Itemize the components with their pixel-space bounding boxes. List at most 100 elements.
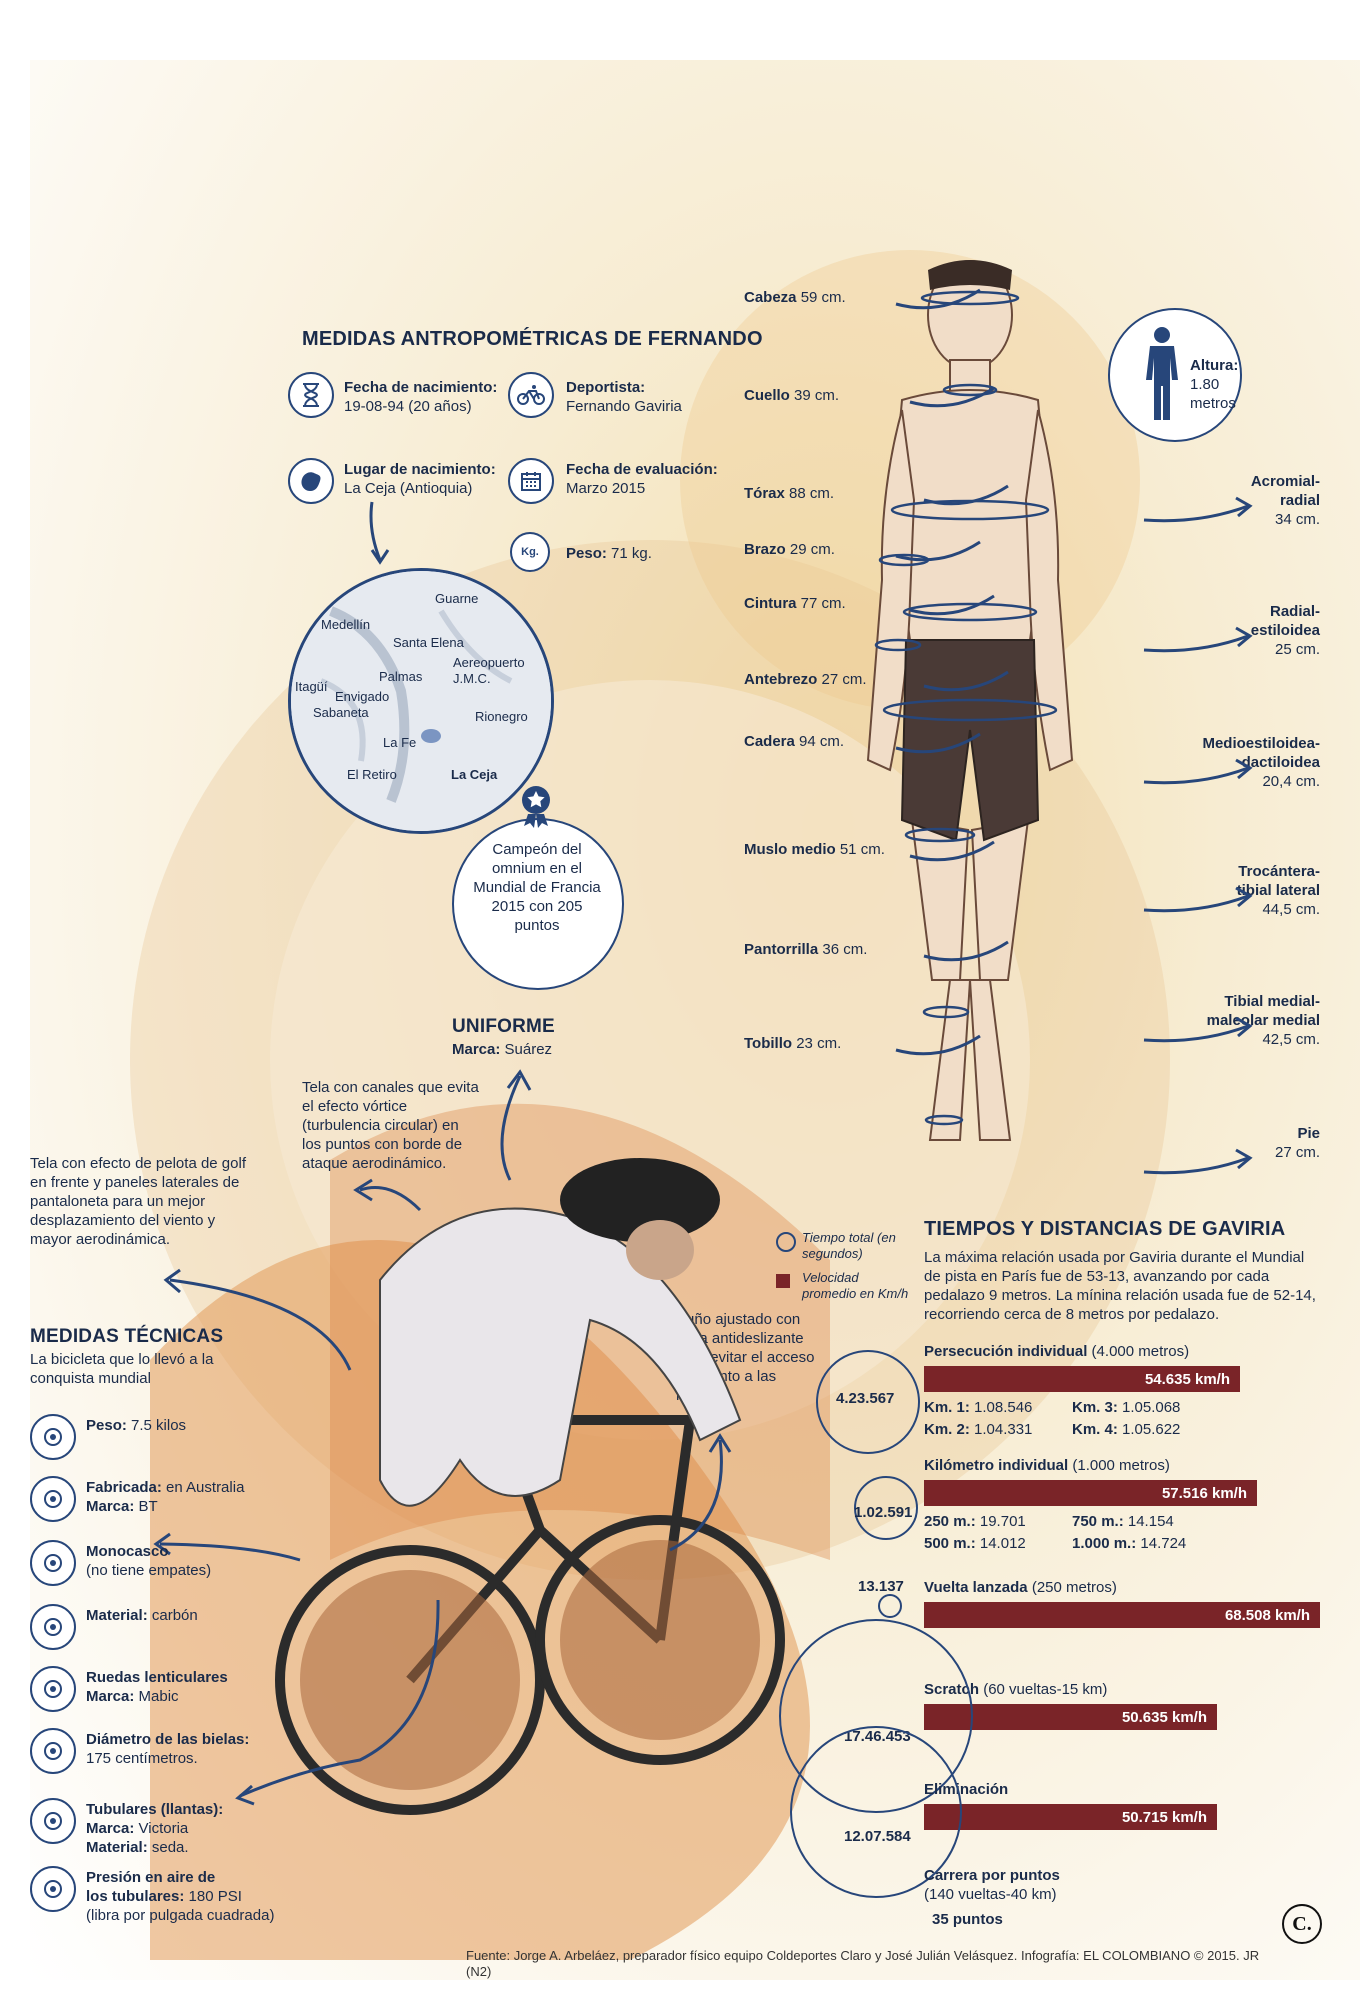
tech-item-3: Material: carbón [86, 1606, 316, 1625]
tech-line2-value: 175 centímetros. [86, 1750, 198, 1767]
map-place-la-ceja: La Ceja [451, 767, 498, 782]
weight-label: Peso: [566, 545, 607, 562]
event-time: 1.02.591 [854, 1504, 913, 1521]
measure-value: 23 cm. [796, 1035, 842, 1052]
times-intro: La máxima relación usada por Gaviria dur… [924, 1249, 1316, 1323]
tech-line2-label: Marca: [86, 1498, 135, 1515]
measure-right-value: 42,5 cm. [1262, 1031, 1320, 1048]
tech-line2-value: Victoria [134, 1820, 189, 1837]
champion-text: Campeón del omnium en el Mundial de Fran… [473, 841, 601, 934]
tech-line1: Monocasco [86, 1542, 316, 1561]
region-map-icon [288, 458, 334, 504]
map-place-la-fe: La Fe [383, 735, 417, 750]
map-place-itagui: Itagüí [295, 679, 328, 694]
measure-name: Cadera [744, 733, 795, 750]
event-split: Km. 4: 1.05.622 [1072, 1420, 1180, 1439]
measure-value: 27 cm. [821, 671, 867, 688]
event-split: 1.000 m.: 14.724 [1072, 1534, 1186, 1553]
measure-value: 59 cm. [800, 289, 846, 306]
measure-name: Cabeza [744, 289, 797, 306]
measure-right-value: 44,5 cm. [1262, 901, 1320, 918]
tech-title: MEDIDAS TÉCNICAS [30, 1326, 224, 1347]
tech-line2-label: Marca: [86, 1820, 135, 1837]
time-circle [816, 1350, 920, 1454]
split-label: 250 m.: [924, 1513, 976, 1530]
measure-name: Tórax [744, 485, 785, 502]
split-value: 14.012 [975, 1535, 1026, 1552]
tech-line1: Tubulares (llantas): [86, 1800, 316, 1819]
wheel-icon [30, 1666, 76, 1712]
tech-line1: Peso: 7.5 kilos [86, 1416, 316, 1435]
measure-right-name1: Tibial medial- [1224, 993, 1320, 1010]
split-value: 14.724 [1136, 1535, 1187, 1552]
tech-line1-label: Diámetro de las bielas: [86, 1731, 250, 1748]
tech-line3-value: (libra por pulgada cuadrada) [86, 1907, 275, 1924]
event-time: 12.07.584 [844, 1828, 911, 1845]
measure-name: Muslo medio [744, 841, 836, 858]
time-circle [854, 1476, 918, 1540]
split-label: 1.000 m.: [1072, 1535, 1137, 1552]
anthro-title: MEDIDAS ANTROPOMÉTRICAS DE FERNANDO [302, 328, 763, 350]
measure-right-name1: Pie [1297, 1125, 1320, 1142]
uniform-brand-label: Marca: [452, 1041, 501, 1058]
cyclist-illustration [275, 1158, 785, 1815]
height-block: Altura: 1.80 metros [1190, 356, 1238, 413]
map-place-rionegro: Rionegro [475, 709, 528, 724]
tech-line1-label: Material: [86, 1607, 148, 1624]
event-header-1: Kilómetro individual (1.000 metros) [924, 1456, 1324, 1475]
map-place-medellin: Medellín [321, 617, 371, 632]
tech-line1-label: Fabricada: [86, 1479, 162, 1496]
measure-name: Cintura [744, 595, 797, 612]
cyclist-icon [508, 372, 554, 418]
australia-flag-icon [30, 1476, 76, 1522]
tech-line2-label: los tubulares: [86, 1888, 185, 1905]
speed-bar: 50.715 km/h [924, 1804, 1217, 1830]
measure-8: Pantorrilla 36 cm. [744, 940, 867, 959]
measure-right-5: Pie 27 cm. [1110, 1124, 1320, 1162]
event-split: 750 m.: 14.154 [1072, 1512, 1174, 1531]
measure-value: 39 cm. [794, 387, 840, 404]
tech-subtitle: La bicicleta que lo llevó a la conquista… [30, 1351, 214, 1387]
height-label: Altura: [1190, 357, 1239, 374]
measure-2: Tórax 88 cm. [744, 484, 834, 503]
time-circle [878, 1594, 902, 1618]
material-icon [30, 1604, 76, 1650]
split-value: 14.154 [1123, 1513, 1174, 1530]
measure-name: Tobillo [744, 1035, 793, 1052]
measure-right-name2: tibial lateral [1236, 882, 1320, 899]
measure-right-value: 27 cm. [1274, 1144, 1320, 1161]
uniform-brand-value: Suárez [504, 1041, 553, 1058]
split-value: 1.04.331 [969, 1421, 1033, 1438]
measure-7: Muslo medio 51 cm. [744, 840, 885, 859]
event-header-2: Vuelta lanzada (250 metros) [924, 1578, 1324, 1597]
athlete-block: Deportista: Fernando Gaviria [566, 378, 682, 416]
arrow-to-map [369, 501, 390, 565]
map-place-palmas: Palmas [379, 669, 423, 684]
uniform-brand: Marca: Suárez [452, 1040, 552, 1059]
tech-line3-value: seda. [147, 1839, 189, 1856]
birth-date-block: Fecha de nacimiento: 19-08-94 (20 años) [344, 378, 497, 416]
athlete-label: Deportista: [566, 379, 646, 396]
event-result: 35 puntos [932, 1911, 1003, 1928]
event-header-4: Eliminación [924, 1780, 1324, 1799]
event-detail: (60 vueltas-15 km) [979, 1681, 1108, 1698]
legend-speed-swatch [776, 1274, 790, 1288]
tech-line1: Ruedas lenticulares [86, 1668, 316, 1687]
athlete-value: Fernando Gaviria [566, 398, 682, 415]
event-name: Vuelta lanzada [924, 1579, 1028, 1596]
measure-right-name2: radial [1279, 492, 1320, 509]
birth-date-value: 19-08-94 (20 años) [344, 398, 472, 415]
hourglass-icon [288, 372, 334, 418]
uniform-note-golf: Tela con efecto de pelota de golf en fre… [30, 1155, 246, 1248]
measure-value: 36 cm. [822, 941, 868, 958]
measure-value: 77 cm. [800, 595, 846, 612]
medal-icon [518, 784, 554, 833]
event-detail: (250 metros) [1027, 1579, 1117, 1596]
split-value: 1.05.622 [1117, 1421, 1181, 1438]
tech-item-0: Peso: 7.5 kilos [86, 1416, 316, 1435]
measure-right-value: 34 cm. [1274, 511, 1320, 528]
split-label: Km. 3: [1072, 1399, 1118, 1416]
